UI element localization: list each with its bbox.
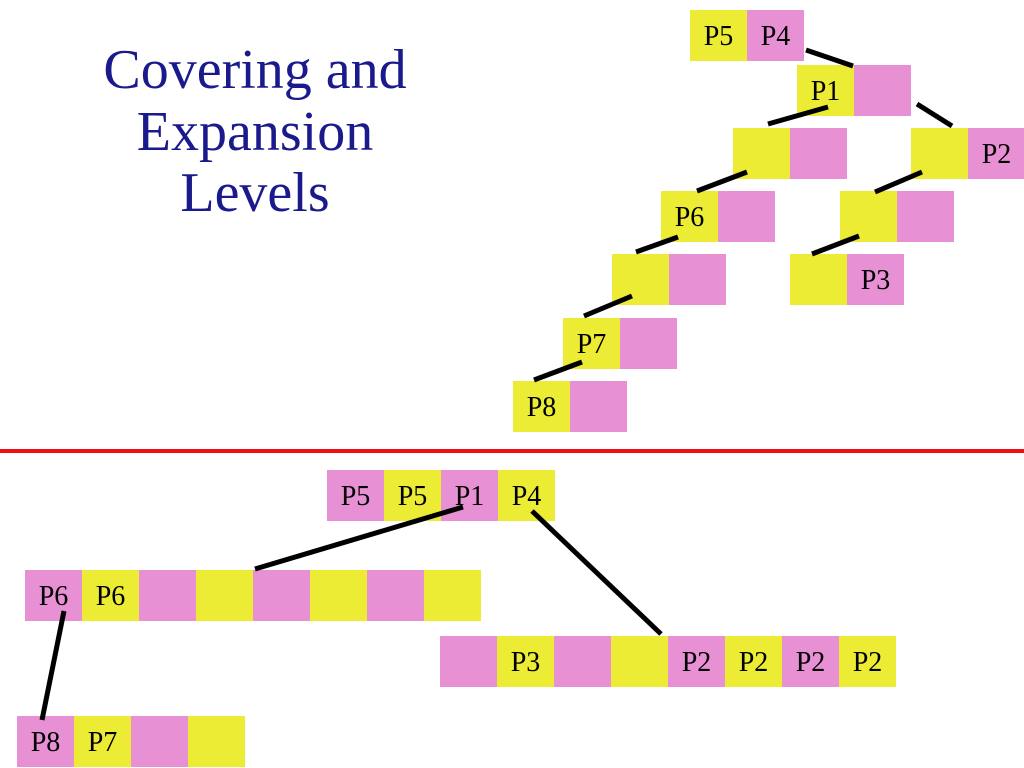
cell-label: P2 [853,647,883,678]
cell-label: P8 [31,727,61,758]
cell-yellow [612,254,669,305]
cell-label: P3 [861,265,891,296]
cell-pink [897,191,954,242]
cell-label: P6 [39,581,69,612]
connector-line [874,169,923,195]
connector-line [533,359,583,383]
node-root: P5 P4 [690,10,804,61]
cell-pink [570,381,627,432]
cell-pink [747,10,804,61]
title-line-3: Levels [180,162,330,225]
title-line-1: Covering and [103,39,407,101]
connector-line [915,101,954,129]
cell-pink [25,570,82,621]
node-n3r [840,191,954,242]
cell-pink [139,570,196,621]
cell-yellow [840,191,897,242]
cell-label: P5 [398,481,428,512]
connector-line [696,169,748,194]
cell-yellow [790,254,847,305]
cell-yellow [74,716,131,767]
cell-label: P4 [512,481,542,512]
cell-yellow [725,636,782,687]
cell-pink [790,128,847,179]
cell-pink [668,636,725,687]
node-b-left: P6 P6 [25,570,481,621]
node-n3l: P6 [661,191,775,242]
cell-label: P8 [527,392,557,423]
cell-pink [17,716,74,767]
cell-pink [718,191,775,242]
cell-label: P7 [577,329,607,360]
cell-yellow [611,636,668,687]
cell-pink [131,716,188,767]
node-n5: P7 [563,318,677,369]
connector-line [805,47,854,69]
cell-yellow [733,128,790,179]
cell-pink [968,128,1024,179]
connector-line [39,610,67,721]
node-b-right: P3 P2 P2 P2 P2 [440,636,896,687]
cell-yellow [839,636,896,687]
slide-title: Covering and Expansion Levels [55,39,455,225]
cell-pink [253,570,310,621]
cell-label: P5 [704,21,734,52]
cell-pink [669,254,726,305]
cell-label: P3 [511,647,541,678]
cell-pink [620,318,677,369]
node-n6: P8 [513,381,627,432]
cell-label: P2 [739,647,769,678]
connector-line [530,509,663,636]
cell-pink [327,470,384,521]
cell-yellow [188,716,245,767]
divider-line [0,449,1024,453]
cell-label: P2 [796,647,826,678]
cell-yellow [384,470,441,521]
cell-yellow [310,570,367,621]
cell-label: P2 [982,139,1012,170]
cell-pink [367,570,424,621]
cell-yellow [497,636,554,687]
cell-pink [440,636,497,687]
node-b-leaf: P8 P7 [17,716,245,767]
connector-line [583,293,633,319]
cell-yellow [424,570,481,621]
connector-line [767,104,829,127]
node-n4r: P3 [790,254,904,305]
cell-label: P6 [675,202,705,233]
cell-yellow [498,470,555,521]
cell-pink [847,254,904,305]
cell-label: P2 [682,647,712,678]
cell-yellow [82,570,139,621]
cell-yellow [661,191,718,242]
cell-label: P7 [88,727,118,758]
node-n2l [733,128,847,179]
node-n1: P1 [797,65,911,116]
cell-yellow [690,10,747,61]
cell-yellow [196,570,253,621]
cell-yellow [513,381,570,432]
connector-line [635,234,679,255]
cell-label: P4 [761,21,791,52]
cell-label: P5 [341,481,371,512]
connector-line [254,504,464,572]
connector-line [811,233,860,257]
cell-label: P6 [96,581,126,612]
node-n2r: P2 [911,128,1024,179]
node-n4l [612,254,726,305]
cell-pink [854,65,911,116]
cell-pink [554,636,611,687]
cell-yellow [563,318,620,369]
cell-pink [782,636,839,687]
cell-label: P1 [811,76,841,107]
title-line-2: Expansion [136,100,374,163]
